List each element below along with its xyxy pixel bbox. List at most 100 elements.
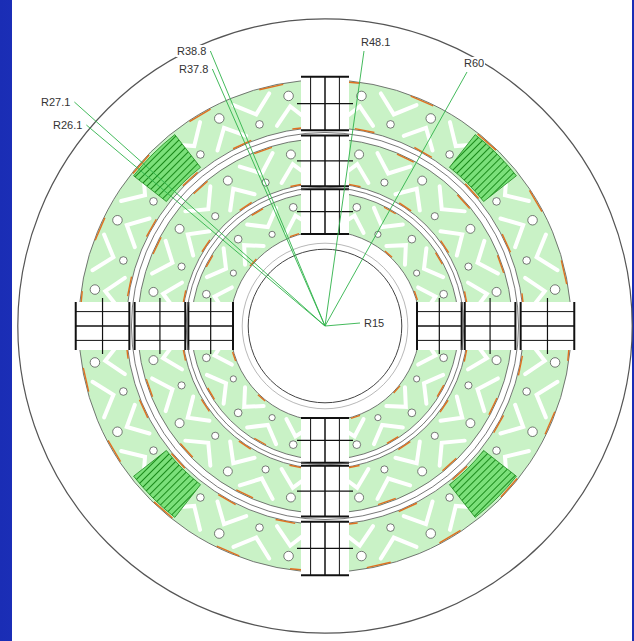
cutout [92,382,113,418]
bolt-hole [256,121,264,129]
cutout [240,153,273,173]
cutout [188,396,210,420]
i-beam-tick [339,418,340,463]
bolt-hole [262,466,269,473]
bolt-hole [150,198,158,206]
bolt-hole [446,151,454,159]
leader-line [212,69,325,326]
edge-mark [385,251,392,257]
i-beam-symbol [297,189,353,234]
outline-circle [248,249,402,403]
i-beam-tick [310,466,311,517]
bolt-hole [149,287,158,296]
edge-mark [153,237,161,254]
bolt-hole [528,215,538,225]
bolt-hole [466,419,475,428]
edge-mark [561,260,566,284]
i-beam-symbol [417,298,462,354]
i-beam-tick [339,77,340,131]
i-beam-symbol [135,298,186,354]
i-beam-tick [310,77,311,131]
bolt-hole [256,524,264,532]
cutout [188,231,210,255]
edge-mark [489,398,497,415]
bolt-hole [381,466,388,473]
bolt-hole [269,231,275,237]
cutout [230,189,254,211]
bolt-hole [465,382,472,389]
i-beam-tick [310,418,311,463]
edge-mark [355,129,375,133]
dimension-label: R26.1 [52,119,83,131]
cutout [247,208,276,227]
edge-mark [194,181,208,193]
leader-line [325,51,364,326]
bolt-hole [440,290,448,298]
cutout [500,405,523,434]
leader-line [210,51,325,326]
bolt-hole [90,358,100,368]
i-beam-tick [310,189,311,234]
bolt-hole [234,235,242,243]
bolt-hole [203,354,211,362]
i-beam-tick [339,522,340,576]
edge-mark [217,546,240,556]
bolt-hole [197,494,205,502]
cutout [386,245,405,264]
cutout [377,479,410,499]
bolt-hole [150,447,158,455]
cutout [377,153,410,173]
bolt-hole [414,376,420,382]
cutout [207,248,226,277]
i-beam-tick [310,522,311,576]
cutout [127,405,150,434]
cutout [404,501,433,524]
cutout [404,128,433,151]
cutout [152,241,172,274]
i-beam-axis [297,160,353,161]
bolt-hole [178,382,185,389]
bolt-hole [284,551,294,561]
dimension-label: R48.1 [360,36,391,48]
i-beam-tick [339,136,340,187]
edge-mark [146,379,152,397]
bolt-hole [212,213,219,220]
bolt-hole [353,441,361,449]
edge-mark [180,443,192,457]
bolt-hole [418,176,427,185]
cutout [537,234,558,270]
bolt-hole [523,257,531,265]
edge-mark [108,440,121,461]
cutout [217,501,246,524]
bolt-hole [387,121,395,129]
cutout [207,375,226,404]
edge-mark [367,562,391,567]
hatched-section [449,135,516,202]
dimension-label: R37.8 [178,63,209,75]
edge-mark [252,209,263,216]
bolt-hole [289,204,297,212]
i-beam-tick [521,311,575,312]
edge-mark [259,84,283,89]
bolt-hole [286,150,295,159]
bolt-hole [408,235,416,243]
bolt-hole [353,204,361,212]
edge-mark [258,395,265,401]
bolt-hole [269,415,275,421]
i-beam-tick [465,311,516,312]
leader-line [325,323,360,326]
i-beam-symbol [465,298,516,354]
i-beam-tick [188,311,233,312]
bolt-hole [492,356,501,365]
outline-circle [131,132,518,519]
bolt-hole [381,179,388,186]
i-beam-axis [297,103,353,104]
bolt-hole [120,257,128,265]
edge-mark [254,438,266,444]
bolt-hole [387,524,395,532]
bolt-hole [550,285,560,295]
cutout [424,375,443,404]
hatched-section [134,135,201,202]
